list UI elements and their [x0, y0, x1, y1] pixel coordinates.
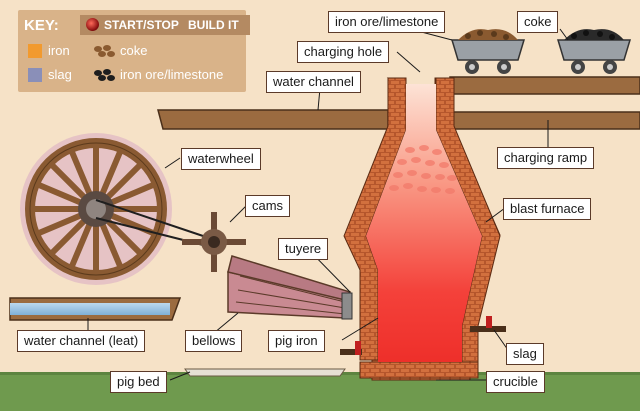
furnace-hearth-floor — [359, 361, 479, 379]
label-blast-furnace: blast furnace — [503, 198, 592, 220]
key-ore-label: iron ore/limestone — [120, 67, 224, 82]
charging-ramp-top — [449, 76, 640, 95]
bellows-shape — [227, 255, 353, 320]
charging-ramp-lower — [449, 111, 640, 130]
label-crucible: crucible — [486, 371, 545, 393]
slag-swatch — [28, 68, 42, 82]
ore-cart — [450, 29, 526, 74]
label-water-channel-leat: water channel (leat) — [17, 330, 146, 352]
coke-cart — [556, 29, 632, 74]
coke-swatch-icon — [94, 45, 115, 57]
cam-wheel — [182, 212, 246, 272]
iron-tap-pipe — [340, 349, 362, 355]
slag-tap-valve — [486, 316, 492, 328]
key-coke-label: coke — [120, 43, 148, 58]
iron-tap-valve — [355, 341, 361, 355]
start-stop-icon — [86, 18, 99, 31]
label-cams: cams — [245, 195, 291, 217]
label-pig-bed: pig bed — [110, 371, 167, 393]
label-water-channel: water channel — [266, 71, 361, 93]
furnace-interior — [366, 84, 482, 362]
key-title: KEY: — [24, 17, 59, 34]
label-slag: slag — [506, 343, 544, 365]
key-panel: KEY: START/STOP BUILD IT iron coke slag … — [18, 10, 250, 92]
start-stop-button[interactable]: START/STOP — [80, 15, 190, 35]
build-it-button[interactable]: BUILD IT — [182, 15, 250, 35]
label-coke: coke — [517, 11, 559, 33]
ore-charge-in-furnace — [389, 145, 457, 194]
label-tuyere: tuyere — [278, 238, 329, 260]
start-stop-label: START/STOP — [104, 18, 179, 32]
key-iron-label: iron — [48, 43, 70, 58]
label-charging-hole: charging hole — [297, 41, 390, 63]
label-iron-ore-limestone: iron ore/limestone — [328, 11, 446, 33]
drive-shaft — [95, 199, 216, 241]
leat-water — [10, 303, 170, 315]
label-waterwheel: waterwheel — [181, 148, 261, 170]
iron-swatch — [28, 44, 42, 58]
label-pig-iron: pig iron — [268, 330, 325, 352]
pig-bed-mould — [184, 368, 346, 377]
label-charging-ramp: charging ramp — [497, 147, 595, 169]
waterwheel-shape — [20, 133, 172, 285]
label-bellows: bellows — [185, 330, 243, 352]
ore-swatch-icon — [94, 69, 115, 81]
water-channel-trough — [157, 109, 389, 130]
key-slag-label: slag — [48, 67, 72, 82]
slag-tap-pipe — [470, 326, 506, 332]
